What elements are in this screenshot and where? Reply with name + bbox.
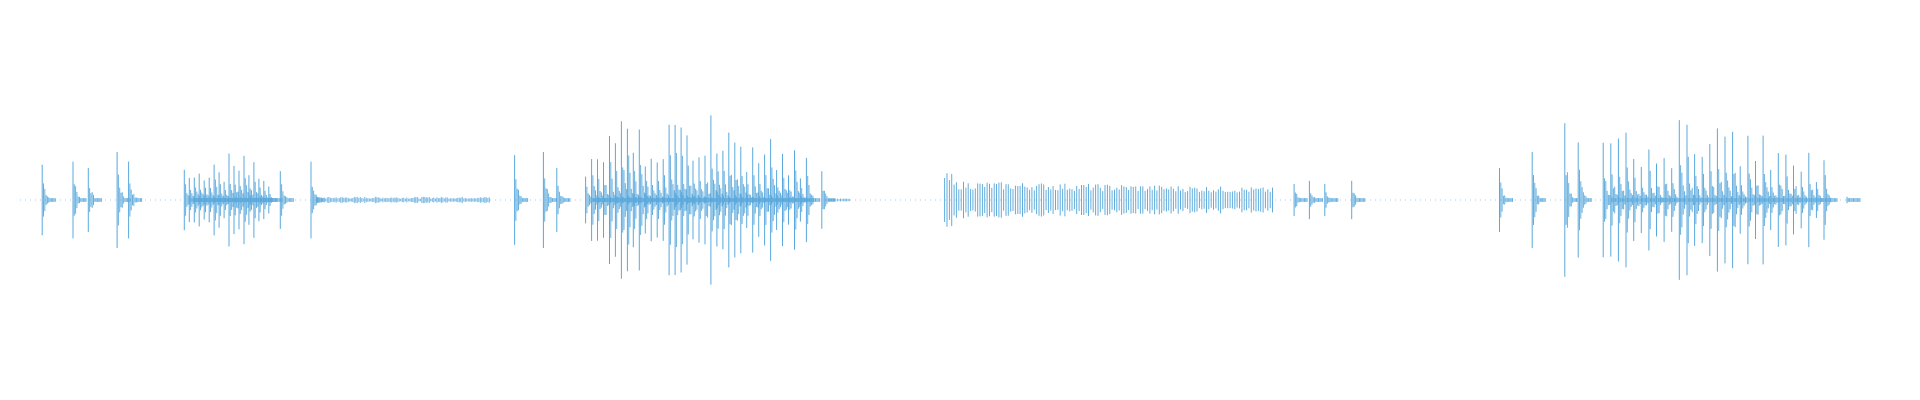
waveform-marks [41, 115, 1861, 285]
